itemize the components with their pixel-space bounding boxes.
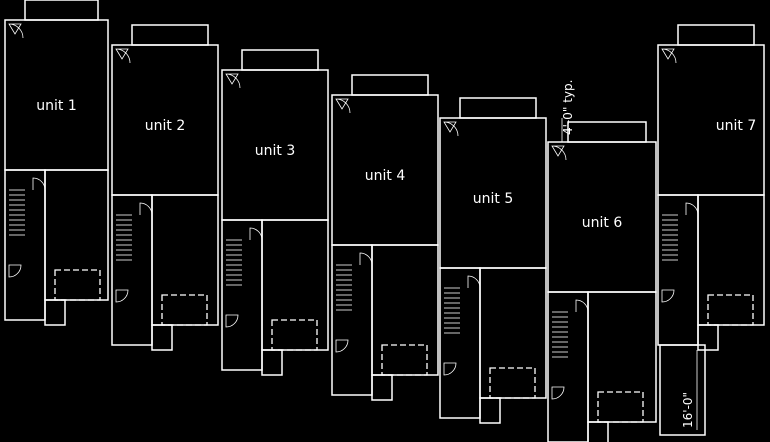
unit-5-entry-door-icon	[443, 362, 457, 376]
unit-1-entry-door-icon	[8, 264, 22, 278]
unit-1-label: unit 1	[36, 98, 76, 114]
unit-5-door-swing-icon	[467, 275, 481, 289]
unit-3-garage	[261, 219, 329, 351]
unit-6-entry	[587, 421, 609, 442]
unit-3-door-swing-icon	[249, 227, 263, 241]
unit-7: unit 7	[657, 24, 765, 351]
unit-1-corner-door-icon	[8, 23, 24, 39]
unit-7-garage	[697, 194, 765, 326]
unit-5-label: unit 5	[473, 191, 513, 207]
unit-5-stair-hall	[439, 267, 481, 419]
unit-3-label: unit 3	[255, 143, 295, 159]
unit-1-entry	[44, 299, 66, 326]
unit-5-corner-door-icon	[443, 121, 459, 137]
unit-6-label: unit 6	[582, 215, 623, 231]
unit-4-deck	[351, 74, 429, 96]
unit-4-stair-hall	[331, 244, 373, 396]
unit-6-entry-door-icon	[551, 386, 565, 400]
unit-7-entry-door-icon	[661, 289, 675, 303]
unit-4-entry-door-icon	[335, 339, 349, 353]
unit-1-stair-hall	[4, 169, 46, 321]
unit-3-car-space	[271, 319, 318, 351]
unit-5-garage	[479, 267, 547, 399]
unit-4-car-space	[381, 344, 428, 376]
unit-2-corner-door-icon	[115, 48, 131, 64]
unit-7-stair-hall	[657, 194, 699, 346]
unit-6-door-swing-icon	[575, 299, 589, 313]
unit-4-door-swing-icon	[359, 252, 373, 266]
unit-3-entry-door-icon	[225, 314, 239, 328]
unit-7-label: unit 7	[716, 118, 756, 134]
unit-1-main-room	[4, 19, 109, 171]
unit-1-deck	[24, 0, 99, 21]
unit-4-corner-door-icon	[335, 98, 351, 114]
unit-5: unit 5	[439, 97, 547, 424]
unit-1-car-space	[54, 269, 101, 301]
unit-2-label: unit 2	[145, 118, 185, 134]
unit-5-car-space	[489, 367, 536, 399]
unit-3: unit 3	[221, 49, 329, 376]
unit-3-stair-hall	[221, 219, 263, 371]
unit-7-car-space	[707, 294, 754, 326]
unit-6-stair-hall	[547, 291, 589, 442]
unit-5-deck	[459, 97, 537, 119]
offset-dimension-label: 4'-0" typ.	[561, 80, 575, 135]
unit-4-garage	[371, 244, 439, 376]
unit-4-entry	[371, 374, 393, 401]
unit-6-corner-door-icon	[551, 145, 567, 161]
unit-7-door-swing-icon	[685, 202, 699, 216]
unit-2: unit 2	[111, 24, 219, 351]
unit-7-entry	[697, 324, 719, 351]
unit-3-corner-door-icon	[225, 73, 241, 89]
unit-7-corner-door-icon	[661, 48, 677, 64]
unit-1-garage	[44, 169, 109, 301]
garage-depth-dimension-label: 16'-0"	[681, 392, 695, 428]
unit-4-label: unit 4	[365, 168, 406, 184]
unit-3-entry	[261, 349, 283, 376]
unit-2-entry	[151, 324, 173, 351]
unit-5-entry	[479, 397, 501, 424]
unit-2-car-space	[161, 294, 208, 326]
unit-7-deck	[677, 24, 755, 46]
unit-6: unit 6	[547, 121, 657, 442]
unit-2-garage	[151, 194, 219, 326]
unit-2-stair-hall	[111, 194, 153, 346]
unit-1-door-swing-icon	[32, 177, 46, 191]
unit-2-deck	[131, 24, 209, 46]
unit-2-entry-door-icon	[115, 289, 129, 303]
unit-3-deck	[241, 49, 319, 71]
unit-2-door-swing-icon	[139, 202, 153, 216]
unit-6-car-space	[597, 391, 644, 423]
unit-4: unit 4	[331, 74, 439, 401]
unit-6-deck	[567, 121, 647, 143]
unit-7-patio	[659, 344, 706, 436]
unit-1: unit 1	[4, 0, 109, 326]
